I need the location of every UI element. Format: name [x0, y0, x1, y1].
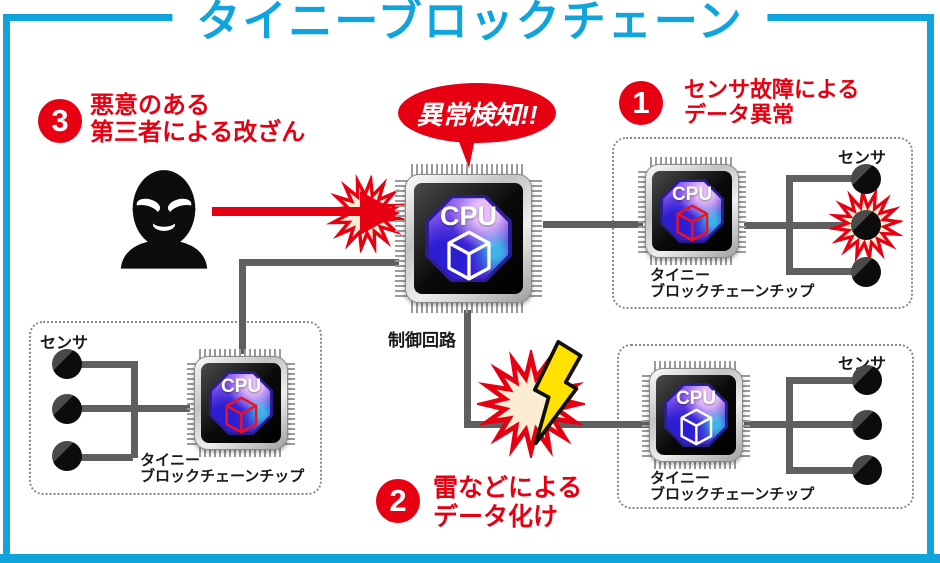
- sensor-label: センサ: [40, 335, 89, 352]
- lightning-bolt-icon: [522, 337, 586, 449]
- chip-caption: タイニー ブロックチェーンチップ: [650, 268, 814, 300]
- wire-bottom-left-to-center-v: [239, 259, 246, 354]
- sensor-dot: [852, 455, 882, 485]
- wire-tr-bus: [786, 175, 793, 275]
- frame-border-bottom: [0, 554, 940, 563]
- anomaly-alert-bubble: 異常検知!!: [398, 83, 556, 143]
- tiny-blockchain-chip-bottom-left: CPU: [187, 349, 295, 457]
- callout-2-line1: 雷などによる: [433, 474, 583, 502]
- callout-2-line2: データ化け: [433, 502, 559, 531]
- callout-2-badge: 2: [376, 479, 420, 523]
- callout-3-line1: 悪意のある: [90, 92, 210, 119]
- chip-caption-line1: タイニー: [650, 267, 711, 284]
- sensor-dot: [52, 394, 82, 424]
- chip-pins-left: [642, 372, 652, 458]
- sensor-dot: [851, 257, 881, 287]
- sensor-dot: [852, 365, 882, 395]
- blockchain-cube-icon: [444, 228, 494, 283]
- cpu-label: CPU: [675, 388, 717, 409]
- chip-pins-right: [528, 180, 542, 297]
- wire-br-bus: [786, 377, 793, 474]
- callout-1-line2: データ異常: [684, 102, 795, 128]
- page-title: タイニーブロックチェーン: [172, 0, 768, 48]
- sensor-group-box-bottom-left: [29, 321, 322, 495]
- wire-br-stub-top: [786, 377, 856, 384]
- callout-1-badge: 1: [619, 81, 663, 125]
- attack-arrow-head: [360, 191, 400, 235]
- cpu-label: CPU: [439, 201, 497, 232]
- chip-pins-left: [638, 168, 648, 254]
- attack-arrow-line: [212, 207, 364, 216]
- frame-border-right: [927, 14, 934, 555]
- callout-1-line1: センサ故障による: [684, 77, 860, 102]
- cpu-label: CPU: [671, 184, 713, 205]
- sensor-dot: [852, 410, 882, 440]
- chip-pins-top: [198, 349, 284, 359]
- blockchain-cube-alert-icon: [674, 203, 711, 243]
- wire-bottom-left-to-center-h: [239, 259, 399, 266]
- chip-caption-line2: ブロックチェーンチップ: [140, 468, 305, 485]
- chip-caption: タイニー ブロックチェーンチップ: [650, 471, 814, 503]
- sensor-dot: [52, 441, 82, 471]
- chip-pins-bottom: [653, 459, 739, 469]
- sensor-dot: [851, 164, 881, 194]
- wire-br-main: [744, 421, 862, 428]
- wire-br-stub-bottom: [786, 467, 856, 474]
- wire-center-down: [464, 310, 471, 428]
- callout-3-text: 悪意のある 第三者による改ざん: [90, 92, 305, 147]
- cpu-label: CPU: [220, 376, 262, 397]
- blockchain-cube-icon: [678, 407, 715, 447]
- anomaly-alert-text: 異常検知!!: [416, 99, 538, 130]
- blockchain-cube-alert-icon: [223, 395, 260, 435]
- chip-pins-right: [740, 372, 750, 458]
- control-circuit-chip: CPU: [395, 164, 542, 313]
- tiny-blockchain-chip-bottom-right: CPU: [642, 361, 750, 469]
- callout-3-line2: 第三者による改ざん: [90, 119, 306, 147]
- chip-pins-top: [649, 157, 735, 167]
- callout-3-badge: 3: [38, 99, 82, 143]
- sensor-dot: [52, 349, 82, 379]
- chip-caption-line2: ブロックチェーンチップ: [650, 283, 815, 300]
- tiny-blockchain-chip-top-right: CPU: [638, 157, 746, 265]
- chip-pins-bottom: [649, 255, 735, 265]
- chip-pins-top: [653, 361, 739, 371]
- chip-caption-line1: タイニー: [650, 470, 711, 487]
- wire-bl-bus: [131, 361, 138, 458]
- chip-caption: タイニー ブロックチェーンチップ: [140, 453, 304, 485]
- sensor-label: センサ: [838, 150, 887, 167]
- chip-pins-right: [285, 360, 295, 446]
- wire-tr-stub-top: [786, 175, 856, 182]
- chip-pins-left: [187, 360, 197, 446]
- chip-caption-line2: ブロックチェーンチップ: [650, 486, 815, 503]
- wire-tr-main: [744, 222, 856, 229]
- frame-border-left: [3, 14, 10, 562]
- wire-bl-stub-top: [73, 361, 133, 368]
- chip-pins-bottom: [198, 447, 284, 457]
- control-circuit-label: 制御回路: [388, 331, 456, 350]
- callout-1-text: センサ故障による データ異常: [684, 77, 859, 127]
- wire-tr-stub-bottom: [786, 268, 856, 275]
- chip-pins-right: [736, 168, 746, 254]
- sensor-dot-failed: [851, 210, 881, 240]
- attacker-ninja-icon: [118, 166, 210, 270]
- wire-center-to-top-right: [543, 221, 643, 228]
- chip-caption-line1: タイニー: [140, 452, 201, 469]
- wire-bl-stub-bottom: [73, 454, 133, 461]
- callout-2-text: 雷などによる データ化け: [433, 474, 582, 531]
